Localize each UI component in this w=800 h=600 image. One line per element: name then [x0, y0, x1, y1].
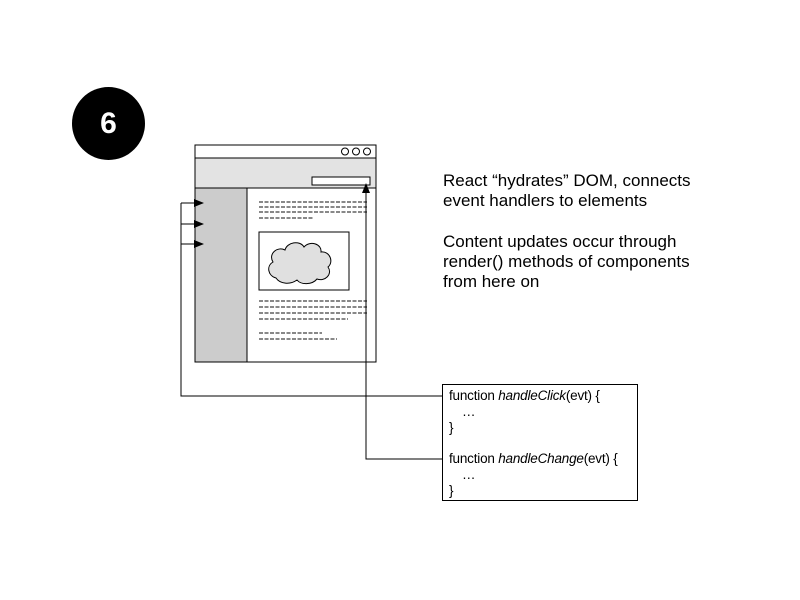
code-line-handle-click-signature: function handleClick(evt) {: [449, 388, 637, 404]
window-control-icon: [341, 147, 349, 156]
function-name-handle-change: handleChange: [498, 451, 584, 466]
header-input-field: [311, 176, 371, 186]
description-line: from here on: [443, 272, 540, 291]
code-line-handle-change-signature: function handleChange(evt) {: [449, 451, 637, 467]
description-hydrate: React “hydrates” DOM, connects event han…: [443, 171, 783, 211]
code-params: (evt) {: [565, 388, 600, 403]
browser-window: [194, 144, 377, 363]
description-updates: Content updates occur through render() m…: [443, 232, 783, 292]
code-line-body: …: [462, 404, 476, 419]
code-line-close: }: [449, 483, 454, 498]
description-line: event handlers to elements: [443, 191, 648, 210]
browser-sidebar: [194, 187, 248, 363]
handle-change-connector: [362, 183, 442, 460]
description-line: React “hydrates” DOM, connects: [443, 171, 691, 190]
code-params: (evt) {: [583, 451, 618, 466]
code-keyword: function: [449, 451, 495, 466]
window-control-icon: [363, 147, 371, 156]
handle-click-connector: [180, 199, 442, 397]
description-line: render() methods of components: [443, 252, 690, 271]
code-line-body: …: [462, 467, 476, 482]
browser-header-bar: [194, 157, 377, 189]
function-name-handle-click: handleClick: [498, 388, 566, 403]
window-control-icon: [352, 147, 360, 156]
event-handler-code-box: function handleClick(evt) { … } function…: [442, 384, 638, 501]
cloud-icon: [268, 242, 332, 285]
text-placeholder-lines: [259, 201, 367, 340]
code-keyword: function: [449, 388, 495, 403]
description-line: Content updates occur through: [443, 232, 677, 251]
code-line-close: }: [449, 420, 454, 435]
step-number-badge: 6: [72, 87, 145, 160]
